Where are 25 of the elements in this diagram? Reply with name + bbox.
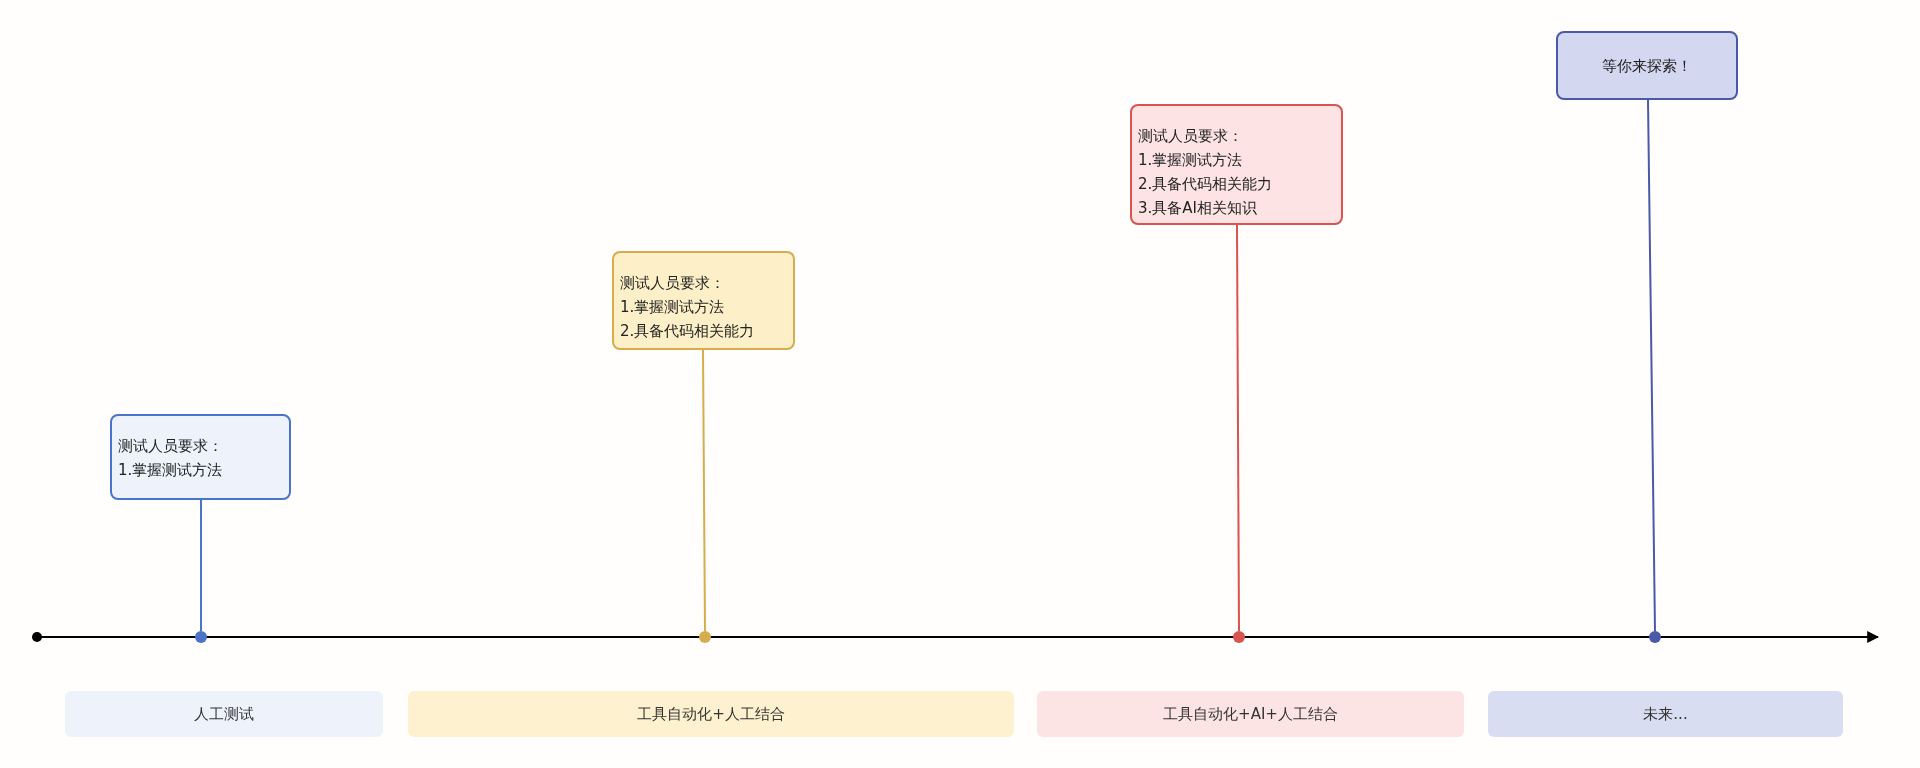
requirement-text: 1.掌握测试方法: [620, 297, 726, 318]
era-label: 工具自动化+人工结合: [637, 703, 785, 725]
requirement-text: 2.具备代码相关能力: [620, 321, 756, 342]
requirement-card: [612, 251, 795, 350]
connector-line: [1236, 224, 1240, 632]
era-label: 未来...: [1643, 703, 1688, 725]
era-band: [1488, 691, 1843, 737]
connector-line: [200, 499, 202, 632]
requirement-text: 2.具备代码相关能力: [1138, 174, 1274, 195]
era-label: 工具自动化+AI+人工结合: [1163, 703, 1338, 725]
card-heading: 测试人员要求：: [118, 436, 224, 457]
requirement-card: [1556, 31, 1738, 100]
era-label: 人工测试: [194, 703, 254, 725]
requirement-card: [1130, 104, 1343, 225]
connector-line: [702, 349, 706, 632]
requirement-text: 1.掌握测试方法: [118, 460, 224, 481]
connector-line: [1647, 99, 1656, 632]
requirement-text: 1.掌握测试方法: [1138, 150, 1244, 171]
card-heading: 等你来探索！: [1602, 55, 1692, 77]
era-band: [408, 691, 1014, 737]
requirement-text: 3.具备AI相关知识: [1138, 198, 1258, 219]
card-heading: 测试人员要求：: [620, 273, 726, 294]
era-band: [1037, 691, 1464, 737]
requirement-card: [110, 414, 291, 500]
card-heading: 测试人员要求：: [1138, 126, 1244, 147]
